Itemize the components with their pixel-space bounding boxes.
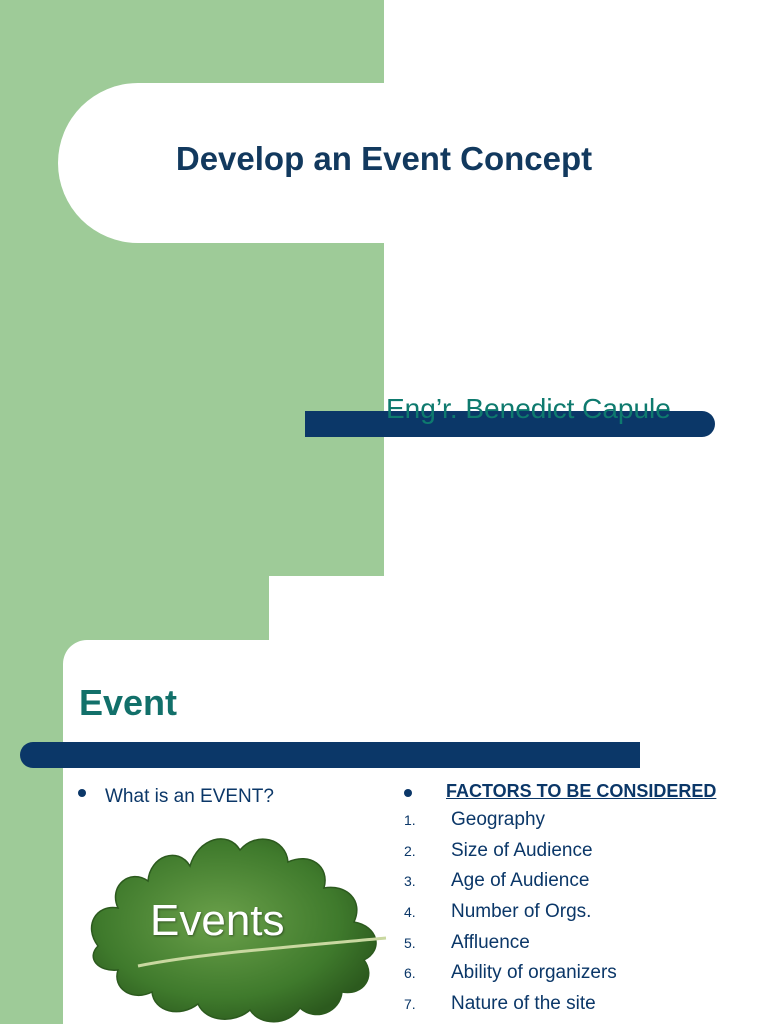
factors-heading: FACTORS TO BE CONSIDERED (404, 780, 764, 802)
list-item: 2. Size of Audience (404, 840, 764, 871)
list-number: 5. (404, 934, 416, 951)
list-text: Size of Audience (451, 839, 593, 861)
left-column: What is an EVENT? (78, 786, 274, 808)
title-pill (58, 83, 768, 243)
list-number: 1. (404, 812, 416, 828)
list-item: 4. Number of Orgs. (404, 901, 764, 932)
right-column: FACTORS TO BE CONSIDERED 1. Geography 2. S… (404, 780, 764, 1024)
list-text: Age of Audience (451, 870, 590, 892)
subtitle-bar (305, 411, 715, 437)
events-leaf-image: Events (78, 826, 390, 1024)
list-text: Number of Orgs. (451, 901, 592, 923)
list-item: 5. Affluence (404, 932, 764, 963)
bullet-item: What is an EVENT? (78, 786, 274, 808)
factors-heading-text: FACTORS TO BE CONSIDERED (446, 781, 717, 801)
bullet-icon (78, 788, 86, 797)
list-number: 3. (404, 873, 416, 890)
leaf-label: Events (150, 896, 285, 945)
list-text: Geography (451, 809, 546, 830)
title-bar (20, 742, 640, 768)
slide-title: Develop an Event Concept (175, 140, 593, 177)
bullet-icon (404, 789, 412, 797)
list-text: Affluence (451, 931, 530, 953)
list-text: Ability of organizers (451, 962, 617, 984)
list-number: 7. (404, 996, 416, 1013)
presenter-name: Eng’r. Benedict Capule (386, 393, 671, 424)
list-item: 7. Nature of the site (404, 993, 764, 1024)
factors-list: 1. Geography 2. Size of Audience 3. Age of … (404, 809, 764, 1024)
leaf-icon (90, 838, 387, 1023)
list-number: 2. (404, 842, 416, 859)
list-item: 6. Ability of organizers (404, 962, 764, 993)
list-item: 1. Geography (404, 809, 764, 840)
slide-title: Event (79, 682, 178, 723)
content-slide: Event What is an EVENT? Events FACTORS T… (0, 576, 768, 1024)
list-item: 3. Age of Audience (404, 870, 764, 901)
title-slide: Develop an Event Concept Eng’r. Benedict… (0, 0, 768, 576)
bullet-text: What is an EVENT? (105, 786, 274, 807)
list-number: 6. (404, 965, 416, 982)
list-text: Nature of the site (451, 993, 596, 1015)
list-number: 4. (404, 904, 416, 921)
